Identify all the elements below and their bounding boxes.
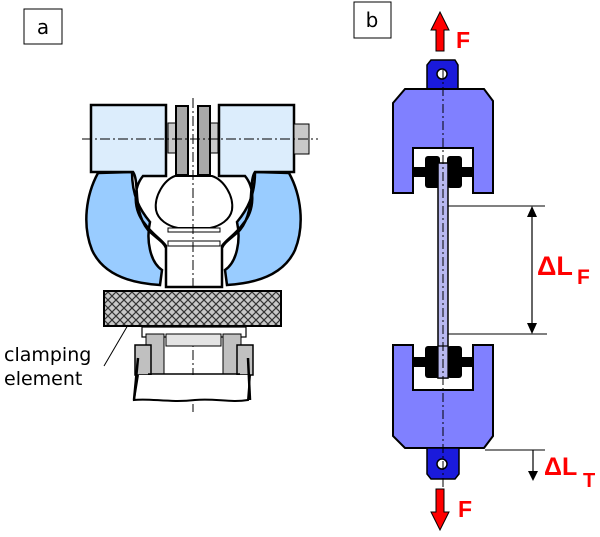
plate-right <box>197 105 211 176</box>
leader-line <box>103 324 129 367</box>
panel-b-label: b <box>366 8 379 32</box>
plate-left <box>175 105 189 176</box>
panel-a: a clamp <box>4 8 318 412</box>
panel-b-label-box <box>353 1 392 39</box>
clamping-element <box>103 290 282 327</box>
outer-jaw-right <box>223 170 302 287</box>
panel-a-label-box <box>23 8 63 45</box>
force-arrow-down <box>430 488 450 532</box>
delta-l-t-symbol: ΔL <box>544 453 577 481</box>
panel-a-label: a <box>37 15 49 39</box>
delta-l-f-subscript: F <box>577 266 590 289</box>
force-arrow-up <box>430 10 450 52</box>
delta-l-t-subscript: T <box>583 470 595 492</box>
dim-t-arrowhead <box>528 471 538 481</box>
slot-upper <box>167 227 221 233</box>
panel-b: b F F ΔL F <box>353 1 595 532</box>
lower-flange-right <box>236 344 254 376</box>
annotation-element: element <box>4 368 82 390</box>
delta-l-f-symbol: ΔL <box>537 251 573 281</box>
lower-insert <box>165 333 222 347</box>
clamp-cavity <box>154 175 234 229</box>
top-pin-hole <box>436 68 448 80</box>
clamp-body <box>89 103 296 289</box>
force-label-bottom: F <box>458 496 472 522</box>
dim-f-arrowhead-up <box>527 206 537 217</box>
bottom-pin-hole <box>436 458 448 470</box>
slot-lower <box>167 240 221 247</box>
annotation-clamping: clamping <box>4 344 91 366</box>
lower-housing <box>132 374 251 402</box>
lower-housing-right-edge <box>246 357 252 401</box>
outer-jaw-left <box>85 170 164 287</box>
force-label-top: F <box>456 27 470 53</box>
dim-f-arrowhead-down <box>527 323 537 334</box>
lower-housing-left-edge <box>132 357 140 401</box>
